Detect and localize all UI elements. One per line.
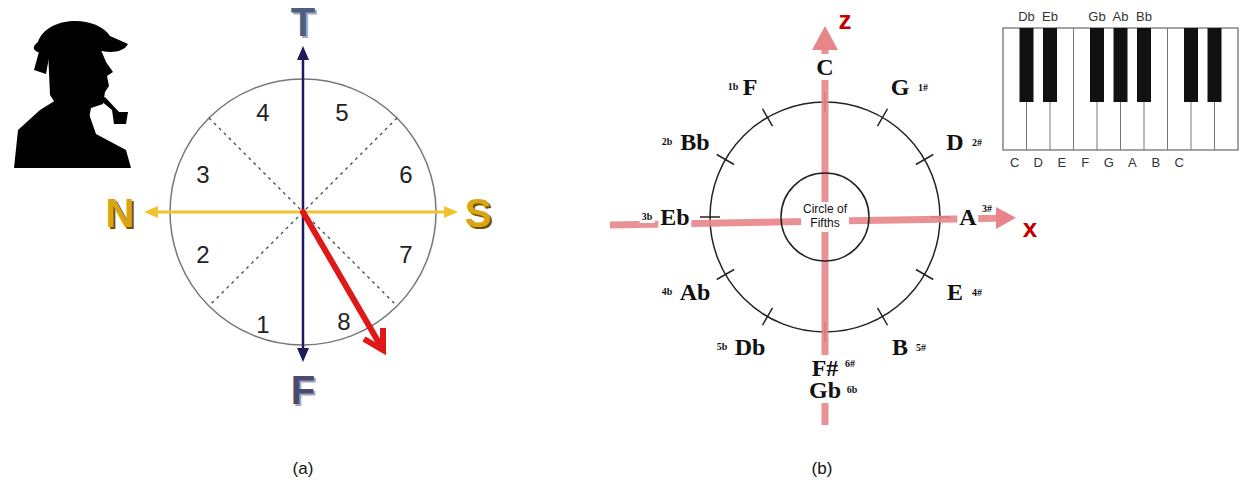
note-name: E [945,279,965,305]
node-text: Circle of Fifths [801,202,849,232]
ns-axis-head [144,206,158,218]
detective-silhouette [14,21,131,168]
key-label: Gb [1088,10,1105,23]
circle-of-fifths-group [610,26,1016,425]
key-signature: 1# [916,82,930,94]
note-name: Bb [678,129,711,155]
key-label: E [1057,156,1066,169]
note-name: F [741,74,760,100]
key-signature: 6# [843,358,857,370]
piano-keyboard [1003,28,1238,150]
key-signature: 6b [845,384,860,396]
red-vector [303,212,379,343]
key-signature: 4b [660,286,675,298]
key-label: C [1010,156,1019,169]
sector-number: 6 [399,163,412,187]
panel-caption: (a) [293,460,314,477]
note-name: C [814,54,835,80]
key-signature: 5# [914,342,928,354]
key-signature: 2b [660,136,675,148]
key-label: Db [1018,10,1035,23]
axis-label: S [465,193,492,233]
sector-number: 7 [399,243,412,267]
black-keys [1020,28,1222,102]
key-signature: 4# [970,287,984,299]
note-name: D [944,129,965,155]
key-label: Eb [1042,10,1058,23]
note-name: A [957,204,978,230]
key-label: G [1104,156,1114,169]
axis-label: x [1023,215,1037,241]
sector-number: 8 [337,310,350,334]
sector-number: 3 [196,163,209,187]
fifths-inner-circle: Circle of Fifths [780,172,870,262]
key-label: D [1034,156,1043,169]
key-label: A [1128,156,1137,169]
key-signature: 1b [726,81,741,93]
sector-number: 2 [196,243,209,267]
axis-label: N [106,193,135,233]
axis-label: T [291,2,315,42]
tf-axis-head [297,348,309,362]
note-name: Ab [678,279,713,305]
key-label: Ab [1113,10,1129,23]
axis-label: z [839,7,852,33]
note-name: Db [733,334,768,360]
key-signature: 2# [970,137,984,149]
note-name: G [889,74,912,100]
note-name: Gb [807,377,843,403]
x-axis-head [996,207,1016,229]
key-label: F [1081,156,1089,169]
key-label: C [1175,156,1184,169]
ns-axis-head [444,206,458,218]
tf-axis [302,52,305,356]
key-label: Bb [1136,10,1152,23]
sector-number: 1 [256,313,269,337]
sector-number: 5 [335,101,348,125]
key-signature: 5b [715,341,730,353]
compass-circle-group [144,46,458,362]
note-name: B [890,334,910,360]
red-vector-head [364,328,383,350]
key-label: B [1151,156,1160,169]
z-axis-head [812,26,838,50]
key-signature: 3# [980,203,994,215]
white-key-lines [1027,28,1215,150]
note-name: Eb [658,204,691,230]
key-signature: 3b [640,211,655,223]
sector-number: 4 [256,101,269,125]
axis-label: F [291,370,315,410]
keyboard-frame [1003,28,1238,150]
tf-axis-head [297,46,309,60]
node-outline-circle [781,173,869,261]
panel-caption: (b) [812,460,833,477]
